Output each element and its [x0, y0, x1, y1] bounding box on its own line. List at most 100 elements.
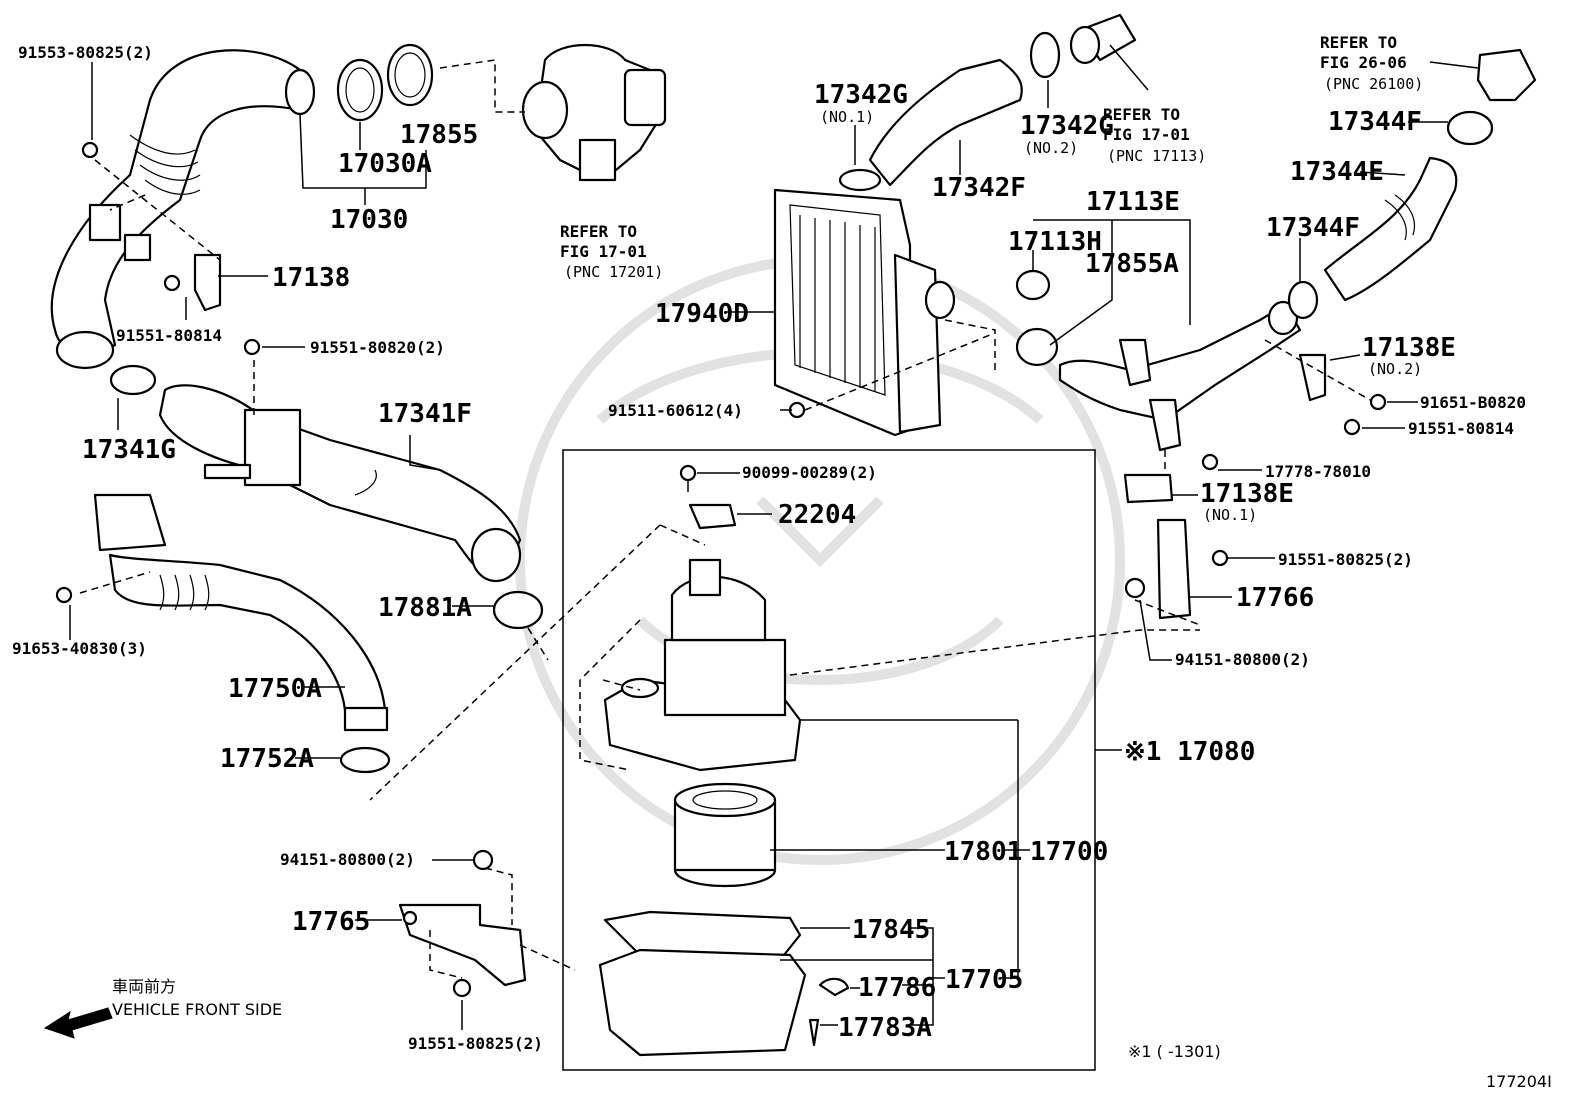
label-17786: 17786: [858, 973, 936, 1003]
label-17138e-1: 17138E: [1200, 479, 1294, 509]
bolts: [55, 141, 1387, 604]
label-17342g-1: 17342G: [814, 80, 908, 110]
clamp-17341g: [109, 364, 157, 396]
clamp-17113h: [1015, 269, 1051, 301]
label-17138e-2-sub: (NO.2): [1368, 360, 1422, 378]
ref-fig26-line2: FIG 26-06: [1320, 53, 1407, 72]
hose-17342f: [868, 58, 1023, 187]
label-17855: 17855: [400, 120, 478, 150]
label-91551-80820: 91551-80820(2): [310, 338, 445, 357]
label-17783a: 17783A: [838, 1013, 932, 1043]
reference-notes: REFER TO FIG 17-01 (PNC 17201) REFER TO …: [560, 33, 1423, 281]
label-17138: 17138: [272, 263, 350, 293]
label-17778-78010: 17778-78010: [1265, 462, 1371, 481]
vehicle-front-jp: 車両前方: [112, 977, 176, 996]
clamp-17342g-2: [1029, 31, 1061, 79]
label-17341g: 17341G: [82, 435, 176, 465]
label-17113h: 17113H: [1008, 227, 1102, 257]
label-17765: 17765: [292, 907, 370, 937]
ref-pipe-line2: FIG 17-01: [1103, 125, 1190, 144]
intercooler-17940d: [773, 188, 956, 437]
hose-clamp-17030a: [336, 58, 384, 122]
label-91511-60612: 91511-60612(4): [608, 401, 743, 420]
label-17342f: 17342F: [932, 173, 1026, 203]
label-17705: 17705: [945, 965, 1023, 995]
label-17030a: 17030A: [338, 149, 432, 179]
clip-17786: [818, 977, 850, 997]
footer: 車両前方 VEHICLE FRONT SIDE ※1 ( -1301) 1772…: [112, 977, 1552, 1091]
clamp-17344f-top: [1446, 110, 1494, 146]
ref-turbo-line3: (PNC 17201): [564, 263, 663, 281]
label-17342g-1-sub: (NO.1): [820, 108, 874, 126]
label-17138e-1-sub: (NO.1): [1203, 506, 1257, 524]
label-17344f-top: 17344F: [1328, 107, 1422, 137]
label-17080: ※1 17080: [1124, 737, 1255, 767]
part-labels: 91553-80825(2) 17030A 17855 17030 17138 …: [12, 43, 1526, 1053]
label-17845: 17845: [852, 915, 930, 945]
clamp-17342g-1: [838, 168, 882, 192]
footnote-range: ※1 ( -1301): [1128, 1042, 1221, 1061]
pin-17783a: [808, 1018, 820, 1047]
label-91551-80814-right: 91551-80814: [1408, 419, 1514, 438]
ref-turbo-line1: REFER TO: [560, 222, 637, 241]
case-17700: [598, 948, 807, 1057]
label-91551-80825-bottom: 91551-80825(2): [408, 1034, 543, 1053]
pipe-17113-ref: [1069, 13, 1137, 65]
air-cleaner-cap-17705: [603, 558, 802, 772]
label-94151-80800-left: 94151-80800(2): [280, 850, 415, 869]
label-17341f: 17341F: [378, 399, 472, 429]
clamp-17344f-mid: [1287, 280, 1319, 320]
leader-lines: [69, 44, 1479, 1030]
bracket-17138: [193, 253, 222, 312]
turbo-ref-26100: [1476, 48, 1537, 102]
label-17344e: 17344E: [1290, 157, 1384, 187]
figure-id: 177204I: [1486, 1072, 1552, 1091]
turbocharger-ref: [521, 43, 667, 182]
air-pipe-17341f: [158, 384, 522, 583]
sensor-22204: [688, 503, 737, 530]
pipe-17113e: [1058, 300, 1302, 452]
label-22204: 22204: [778, 500, 856, 530]
vehicle-front-arrow-icon: [43, 1007, 113, 1039]
bracket-17138e-2: [1298, 353, 1327, 402]
ref-turbo-line2: FIG 17-01: [560, 242, 647, 261]
label-90099-00289: 90099-00289(2): [742, 463, 877, 482]
inlet-duct-17750a: [93, 493, 389, 732]
ref-fig26-line1: REFER TO: [1320, 33, 1397, 52]
label-91551-80825-right: 91551-80825(2): [1278, 550, 1413, 569]
label-17342g-2: 17342G: [1020, 111, 1114, 141]
intake-hose-upper: [50, 49, 316, 370]
screw-90099: [679, 464, 697, 492]
vehicle-front-en: VEHICLE FRONT SIDE: [112, 1000, 282, 1019]
bracket-17138e-1: [1123, 473, 1174, 504]
label-17801: 17801: [944, 837, 1022, 867]
ref-fig26-line3: (PNC 26100): [1324, 75, 1423, 93]
label-17752a: 17752A: [220, 744, 314, 774]
label-17030: 17030: [330, 205, 408, 235]
label-17344f-mid: 17344F: [1266, 213, 1360, 243]
ref-pipe-line1: REFER TO: [1103, 105, 1180, 124]
label-94151-80800-right: 94151-80800(2): [1175, 650, 1310, 669]
label-91651-b0820: 91651-B0820: [1420, 393, 1526, 412]
label-17855a: 17855A: [1085, 249, 1179, 279]
label-17113e: 17113E: [1086, 187, 1180, 217]
label-17700: 17700: [1030, 837, 1108, 867]
bracket-17765: [398, 849, 527, 998]
air-cleaner-assembly-box: [562, 449, 1096, 1071]
clamp-17881a: [492, 590, 544, 630]
hose-17344e: [1323, 156, 1458, 302]
label-17750a: 17750A: [228, 674, 322, 704]
label-17881a: 17881A: [378, 593, 472, 623]
label-17766: 17766: [1236, 583, 1314, 613]
label-17342g-2-sub: (NO.2): [1024, 139, 1078, 157]
gasket-17855a: [1015, 327, 1059, 367]
gasket-17855: [386, 43, 434, 107]
dashed-lines: [79, 59, 1371, 979]
label-91551-80814-left: 91551-80814: [116, 326, 222, 345]
label-17138e-2: 17138E: [1362, 333, 1456, 363]
bracket-17766: [1124, 518, 1192, 620]
label-17940d: 17940D: [655, 299, 749, 329]
label-91553-80825: 91553-80825(2): [18, 43, 153, 62]
label-91653-40830: 91653-40830(3): [12, 639, 147, 658]
